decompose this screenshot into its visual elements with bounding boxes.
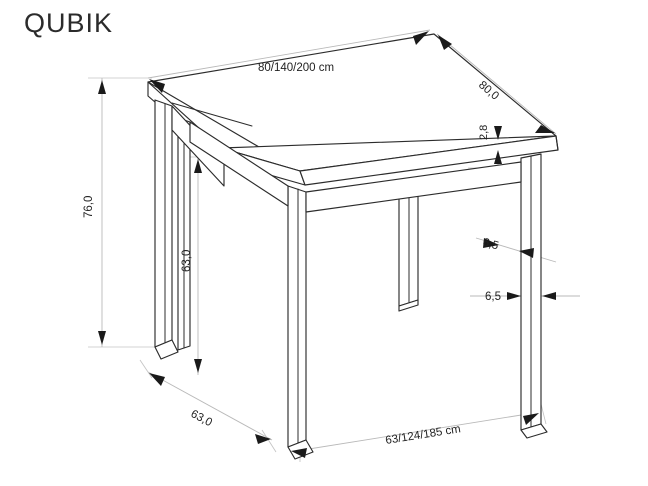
arrow-top-width-right <box>413 31 429 45</box>
leg-front-left-foot <box>154 339 179 360</box>
arrow-base-depth-start <box>149 373 165 386</box>
tabletop-right-edge <box>555 135 559 151</box>
leg-front-left <box>154 99 173 348</box>
label-leg-clearance-height: 63,0 <box>181 250 193 272</box>
leg-front-center <box>287 185 307 448</box>
arrow-leg-a-left <box>483 238 499 248</box>
label-tabletop-width: 80/140/200 cm <box>258 62 334 74</box>
arrowheads-layer <box>98 31 556 458</box>
apron-front <box>305 161 522 213</box>
arrow-top-width-left <box>149 79 165 93</box>
label-total-height: 76,0 <box>83 196 95 218</box>
brand-logo: QUBIK <box>24 8 114 38</box>
arrow-height-down <box>98 331 106 345</box>
arrow-height-up <box>98 80 106 94</box>
ext-tick-foot-left <box>139 359 153 379</box>
arrow-leg-b-left <box>507 292 521 300</box>
leg-rear-center-foot <box>398 299 419 312</box>
label-base-depth: 63,0 <box>189 408 214 429</box>
dim-line-base-width <box>289 411 541 453</box>
dim-line-base-depth <box>147 371 273 441</box>
arrow-top-depth-start <box>438 35 452 50</box>
dim-line-top-width <box>147 29 431 79</box>
leg-front-right-foot <box>520 423 548 439</box>
arrow-base-width-right <box>523 413 539 425</box>
table-object <box>147 33 559 460</box>
arrow-base-depth-end <box>255 434 271 444</box>
dim-line-top-depth <box>436 33 557 135</box>
label-tabletop-thickness: 2,8 <box>478 125 490 140</box>
apron-rear <box>189 121 289 207</box>
arrow-leg-b-right <box>542 292 556 300</box>
label-base-width: 63/124/185 cm <box>385 423 462 447</box>
label-leg-section-a: 6,5 <box>481 236 500 252</box>
arrow-clearance-up <box>194 159 202 173</box>
arrow-leg-a-right <box>519 248 534 258</box>
ext-tick-foot-mid <box>261 429 277 453</box>
arrow-clearance-down <box>194 359 202 373</box>
arrow-base-width-left <box>291 448 307 458</box>
arrow-thickness-up <box>494 126 502 140</box>
arrow-thickness-down <box>494 150 502 164</box>
label-leg-section-b: 6,5 <box>485 291 501 303</box>
tabletop-rear-reveal-line <box>171 102 253 127</box>
arrow-top-depth-end <box>535 125 555 133</box>
